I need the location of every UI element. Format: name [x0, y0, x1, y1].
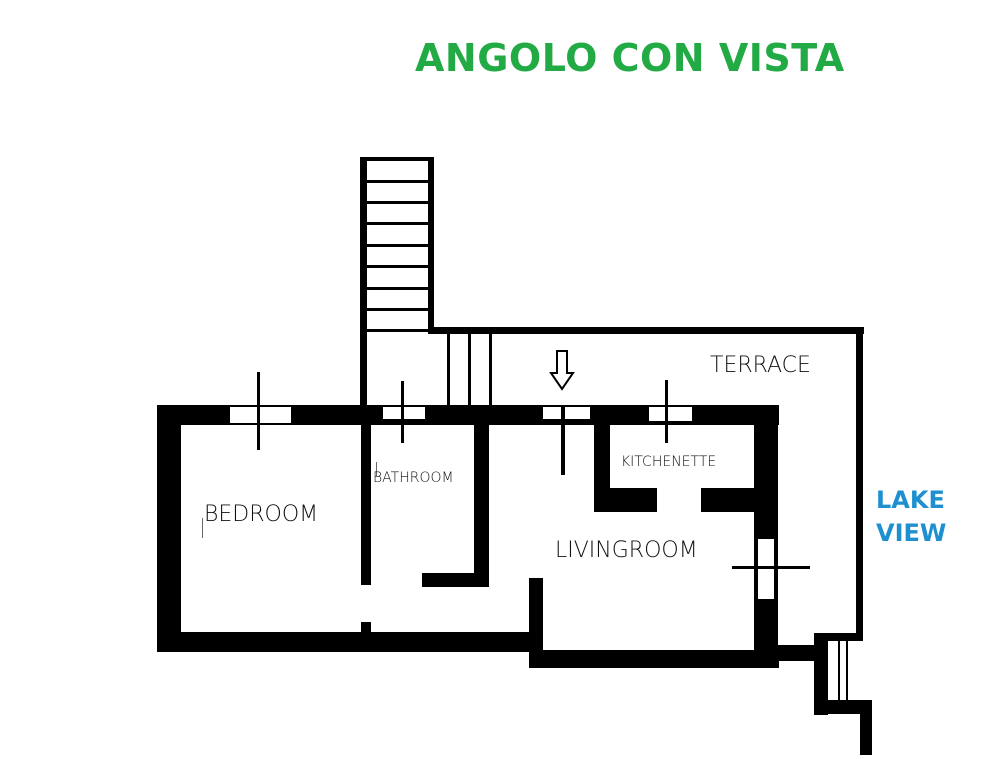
room-label-bathroom: BATHROOM [373, 470, 454, 486]
room-label-livingroom: LIVINGROOM [555, 538, 698, 563]
page-title: ANGOLO CON VISTA [415, 36, 845, 80]
down-arrow-icon [549, 350, 575, 391]
lake-label-line1: LAKE [876, 486, 945, 514]
lake-view-label: LAKE VIEW [876, 484, 946, 550]
room-label-terrace: TERRACE [710, 353, 811, 378]
room-label-kitchenette: KITCHENETTE [621, 454, 717, 470]
room-label-bedroom: BEDROOM [204, 502, 319, 527]
lake-label-line2: VIEW [876, 519, 947, 547]
